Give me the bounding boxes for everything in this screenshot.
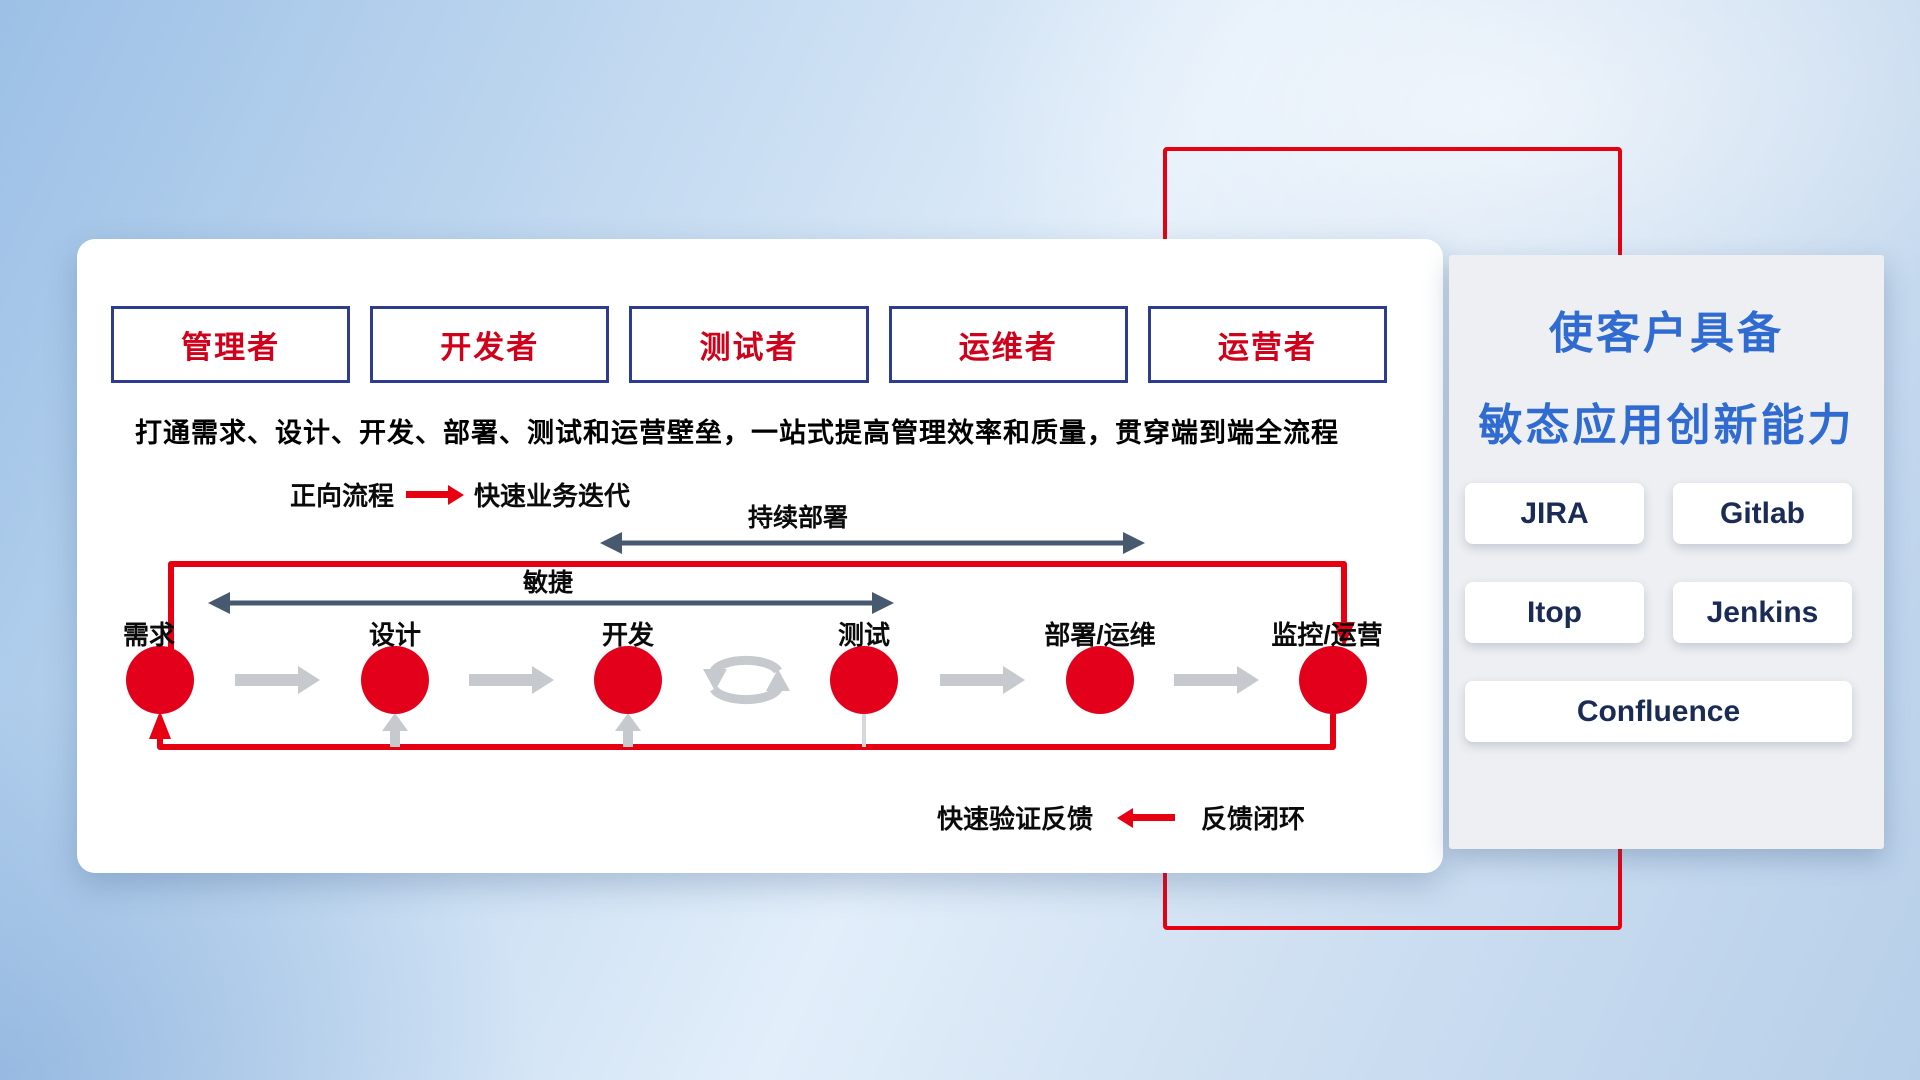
stage-node-test <box>830 646 898 714</box>
agile-arrow <box>208 592 894 614</box>
role-box-ops: 运维者 <box>888 306 1128 383</box>
stage-label-develop: 开发 <box>602 620 654 650</box>
continuous-deployment-label: 持续部署 <box>748 503 848 532</box>
capability-panel: 使客户具备 敏态应用创新能力 JIRA Gitlab Itop Jenkins … <box>1449 255 1884 849</box>
tool-chip-confluence: Confluence <box>1465 681 1852 742</box>
role-row: 管理者 开发者 测试者 运维者 运营者 <box>111 306 1388 383</box>
feedback-legend: 快速验证反馈 反馈闭环 <box>937 799 1305 836</box>
role-label: 运营者 <box>1217 330 1317 365</box>
feedback-arrow-icon <box>1133 814 1176 821</box>
role-box-developer: 开发者 <box>370 306 610 383</box>
forward-loop-arrowhead-icon <box>1333 622 1355 647</box>
continuous-deployment-arrow <box>600 532 1145 554</box>
panel-title-line1: 使客户具备 <box>1549 309 1784 358</box>
stage-node-requirement <box>126 646 194 714</box>
stage-label-deploy-ops: 部署/运维 <box>1044 620 1155 650</box>
feedback-loop-line <box>157 714 1336 750</box>
forward-flow-legend: 正向流程 快速业务迭代 <box>290 476 630 513</box>
step-arrow-2 <box>469 666 554 694</box>
role-label: 管理者 <box>181 330 281 365</box>
step-arrow-4 <box>1174 666 1259 694</box>
feedback-line-test <box>862 714 866 747</box>
role-label: 测试者 <box>699 330 799 365</box>
tool-chip-jenkins: Jenkins <box>1673 582 1852 643</box>
tool-chip-itop: Itop <box>1465 582 1644 643</box>
stage-label-monitor-op: 监控/运营 <box>1271 620 1382 650</box>
tool-chip-gitlab: Gitlab <box>1673 483 1852 544</box>
stage-label-design: 设计 <box>369 620 421 650</box>
description-text: 打通需求、设计、开发、部署、测试和运营壁垒，一站式提高管理效率和质量，贯穿端到端… <box>135 418 1339 448</box>
feedback-legend-value: 反馈闭环 <box>1201 804 1306 834</box>
forward-loop-line <box>168 561 1347 649</box>
role-box-tester: 测试者 <box>629 306 869 383</box>
forward-flow-value: 快速业务迭代 <box>474 481 631 511</box>
agile-label: 敏捷 <box>522 568 573 597</box>
flow-diagram: 持续部署 敏捷 <box>123 503 1383 750</box>
role-label: 开发者 <box>440 330 540 365</box>
stage-label-requirement: 需求 <box>123 620 175 650</box>
step-arrow-3 <box>940 666 1025 694</box>
tool-chip-jira: JIRA <box>1465 483 1644 544</box>
role-box-manager: 管理者 <box>111 306 351 383</box>
feedback-up-arrow-develop <box>615 713 641 747</box>
panel-title-line2: 敏态应用创新能力 <box>1478 401 1855 450</box>
forward-flow-label: 正向流程 <box>290 481 395 511</box>
feedback-loop-arrowhead-icon <box>149 711 171 739</box>
iteration-cycle-icon <box>703 655 790 705</box>
stage-node-monitor-op <box>1299 646 1367 714</box>
devops-flow-card: 管理者 开发者 测试者 运维者 运营者 打通需求、设计、开发、部署、测试和运营壁… <box>77 239 1443 873</box>
stage-node-develop <box>594 646 662 714</box>
role-box-operator: 运营者 <box>1147 306 1388 383</box>
stage-node-design <box>361 646 429 714</box>
forward-arrow-icon <box>406 491 449 498</box>
role-label: 运维者 <box>958 330 1058 365</box>
feedback-up-arrow-design <box>382 713 408 747</box>
stage-node-deploy-ops <box>1066 646 1134 714</box>
stage-label-test: 测试 <box>838 620 890 650</box>
step-arrow-1 <box>235 666 320 694</box>
feedback-legend-label: 快速验证反馈 <box>937 804 1094 834</box>
